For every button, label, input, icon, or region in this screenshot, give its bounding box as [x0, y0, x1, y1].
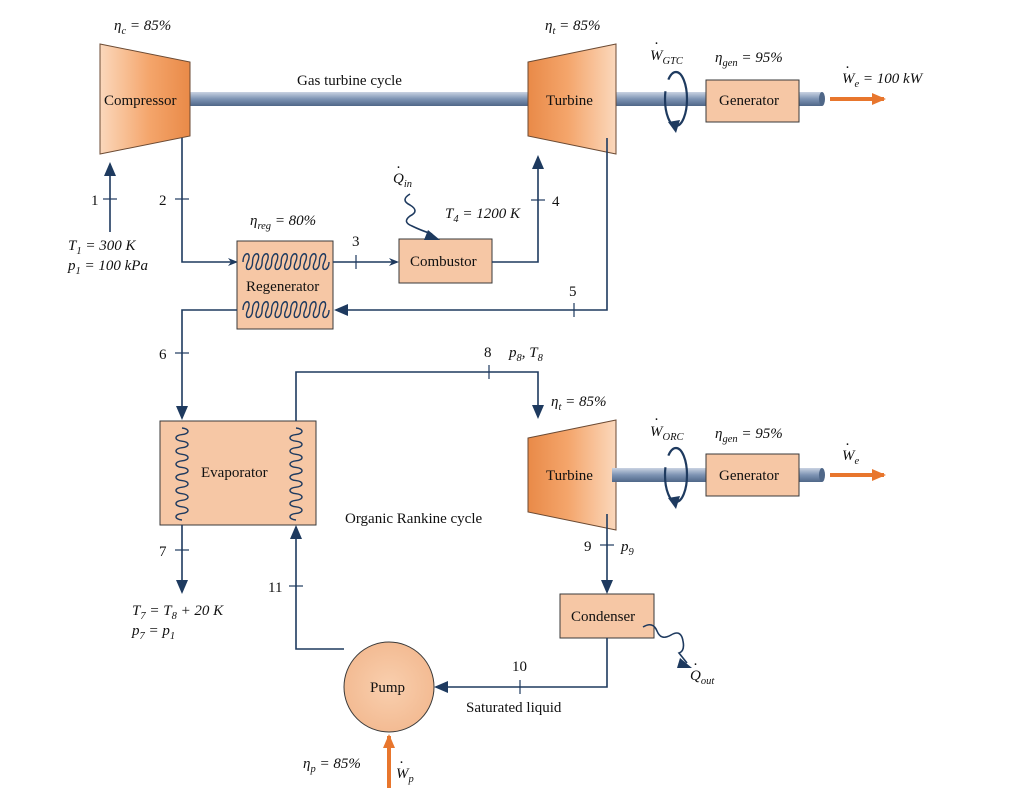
state-10-label: 10 — [512, 659, 527, 675]
qin-dot: · — [396, 160, 401, 176]
pump-efficiency: ηp = 85% — [303, 756, 361, 775]
we-gas-label: We = 100 kW — [842, 71, 924, 90]
state-6-line — [176, 309, 237, 420]
state-5-line — [334, 138, 608, 316]
w-gtc-dot: · — [654, 36, 659, 52]
orc-shaft-output — [798, 468, 822, 482]
compressor-efficiency: ηc = 85% — [114, 18, 171, 37]
orc-turbine-label: Turbine — [546, 468, 593, 484]
w-gtc-label: WGTC — [650, 48, 684, 67]
state-7-label: 7 — [159, 544, 167, 560]
gas-turbine-efficiency: ηt = 85% — [545, 18, 601, 37]
orc-turbine — [527, 419, 617, 531]
gas-generator-efficiency: ηgen = 95% — [715, 50, 783, 69]
gas-turbine — [527, 43, 617, 155]
gas-generator-label: Generator — [719, 93, 779, 109]
combustor — [398, 238, 493, 284]
t7-condition: T7 = T8 + 20 K — [132, 603, 224, 622]
orc-shaft — [612, 468, 708, 482]
state-11-line — [290, 525, 344, 650]
p7-condition: p7 = p1 — [131, 623, 175, 642]
regenerator-coil-bottom — [242, 301, 330, 319]
state-8-line — [295, 371, 544, 421]
gas-generator — [705, 79, 800, 123]
gas-turbine-label: Turbine — [546, 93, 593, 109]
wp-label: Wp — [396, 766, 414, 785]
orc-generator-label: Generator — [719, 468, 779, 484]
orc-generator — [705, 453, 800, 497]
orc-cycle-label: Organic Rankine cycle — [345, 511, 483, 527]
state-4-label: 4 — [552, 194, 560, 210]
state-8-label: 8 — [484, 345, 492, 361]
pump-label: Pump — [370, 680, 405, 696]
p1-condition: p1 = 100 kPa — [67, 258, 148, 277]
we-gas-dot: · — [845, 60, 850, 76]
regenerator-coil-top — [242, 253, 330, 271]
t4-condition: T4 = 1200 K — [445, 206, 521, 225]
orc-turbine-efficiency: ηt = 85% — [551, 394, 607, 413]
gas-shaft-turbine-generator — [612, 92, 708, 106]
gas-cycle-label: Gas turbine cycle — [297, 73, 402, 89]
regenerator-label: Regenerator — [246, 279, 319, 295]
combustor-label: Combustor — [410, 254, 477, 270]
state-1-label: 1 — [91, 193, 99, 209]
qout-wavy-arrow — [642, 623, 688, 664]
qout-dot: · — [693, 657, 698, 673]
w-orc-dot: · — [654, 412, 659, 428]
pump — [343, 641, 435, 733]
state-11-label: 11 — [268, 580, 282, 596]
state-4-line — [492, 155, 544, 263]
gas-shaft — [188, 92, 530, 106]
compressor — [99, 43, 191, 155]
evaporator-label: Evaporator — [201, 465, 268, 481]
gas-shaft-output — [798, 92, 822, 106]
orc-generator-efficiency: ηgen = 95% — [715, 426, 783, 445]
t1-condition: T1 = 300 K — [68, 238, 136, 257]
saturated-liquid-label: Saturated liquid — [466, 700, 562, 716]
state-6-label: 6 — [159, 347, 167, 363]
qout-label: Qout — [690, 668, 715, 687]
regenerator-efficiency: ηreg = 80% — [250, 213, 316, 232]
evaporator-coil-left — [175, 427, 189, 521]
we-orc-dot: · — [845, 437, 850, 453]
evaporator-coil-right — [289, 427, 303, 521]
p9-condition: p9 — [620, 539, 635, 558]
we-orc-label: We — [842, 448, 860, 467]
wp-dot: · — [399, 755, 404, 771]
qin-wavy-arrow — [404, 193, 433, 235]
compressor-label: Compressor — [104, 93, 177, 109]
condenser-label: Condenser — [571, 609, 635, 625]
qin-label: Qin — [393, 171, 412, 190]
p8-t8-condition: p8, T8 — [508, 345, 544, 364]
state-9-label: 9 — [584, 539, 592, 555]
state-3-label: 3 — [352, 234, 360, 250]
w-orc-label: WORC — [650, 424, 684, 443]
state-2-line — [181, 138, 238, 266]
state-2-label: 2 — [159, 193, 167, 209]
state-10-line — [434, 638, 608, 693]
state-5-label: 5 — [569, 284, 577, 300]
